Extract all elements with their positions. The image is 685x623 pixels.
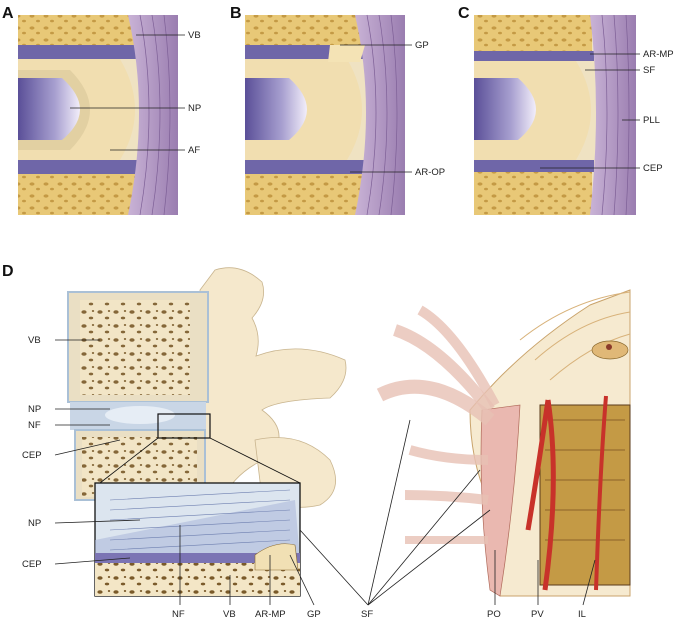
panel-a: A VB NP AF bbox=[2, 5, 201, 216]
label-d-sf: SF bbox=[361, 609, 373, 620]
label-d-np1: NP bbox=[28, 404, 41, 415]
label-d-nf: NF bbox=[28, 420, 41, 431]
axial-view bbox=[469, 289, 631, 597]
panel-c: C AR-MP SF PLL CEP bbox=[458, 5, 674, 216]
lower-endplate bbox=[18, 160, 138, 174]
panel-b-letter: B bbox=[230, 5, 242, 22]
panel-a-illustration bbox=[18, 14, 178, 216]
posterior-vessel bbox=[525, 399, 556, 591]
panel-b-illustration bbox=[245, 14, 405, 216]
panel-b: B GP AR-OP bbox=[230, 5, 445, 216]
label-d-vb-bottom: VB bbox=[223, 609, 236, 620]
label-d-pv: PV bbox=[531, 609, 544, 620]
label-d-nf-bottom: NF bbox=[172, 609, 185, 620]
label-a-np: NP bbox=[188, 103, 201, 114]
label-c-pll: PLL bbox=[643, 115, 660, 126]
panel-c-letter: C bbox=[458, 5, 470, 22]
label-d-ar-mp: AR-MP bbox=[255, 609, 286, 620]
upper-vertebral-body bbox=[18, 15, 136, 45]
posterior-longitudinal-ligament bbox=[128, 15, 178, 215]
label-a-vb: VB bbox=[188, 30, 201, 41]
nuclear-fibers bbox=[95, 500, 300, 560]
label-d-cep2: CEP bbox=[22, 559, 42, 570]
label-d-il: IL bbox=[578, 609, 586, 620]
label-d-vb: VB bbox=[28, 335, 41, 346]
sharpey-fibers bbox=[376, 305, 500, 545]
growth-plate bbox=[328, 45, 365, 62]
upper-endplate bbox=[18, 45, 138, 59]
label-b-ar-op: AR-OP bbox=[415, 167, 445, 178]
panel-a-letter: A bbox=[2, 5, 14, 22]
nucleus-pulposus bbox=[18, 78, 80, 140]
zoom-inset bbox=[94, 482, 301, 597]
label-a-af: AF bbox=[188, 145, 200, 156]
panel-c-illustration bbox=[474, 14, 636, 216]
label-d-gp: GP bbox=[307, 609, 321, 620]
label-c-ar-mp: AR-MP bbox=[643, 49, 674, 60]
label-d-po: PO bbox=[487, 609, 501, 620]
spine-lateral-view bbox=[67, 267, 347, 508]
label-c-cep: CEP bbox=[643, 163, 663, 174]
inset-endplate bbox=[95, 553, 300, 563]
label-d-np2: NP bbox=[28, 518, 41, 529]
label-d-cep1: CEP bbox=[22, 450, 42, 461]
inset-growth-plate bbox=[254, 543, 299, 571]
label-c-sf: SF bbox=[643, 65, 655, 76]
lower-vertebral-body bbox=[18, 174, 136, 215]
posterior-outer-layer bbox=[480, 404, 521, 597]
panel-d: D bbox=[2, 263, 631, 620]
intraosseous-vessel bbox=[594, 395, 608, 591]
zoom-region-box bbox=[157, 413, 211, 439]
label-b-gp: GP bbox=[415, 40, 429, 51]
panel-d-letter: D bbox=[2, 263, 14, 280]
